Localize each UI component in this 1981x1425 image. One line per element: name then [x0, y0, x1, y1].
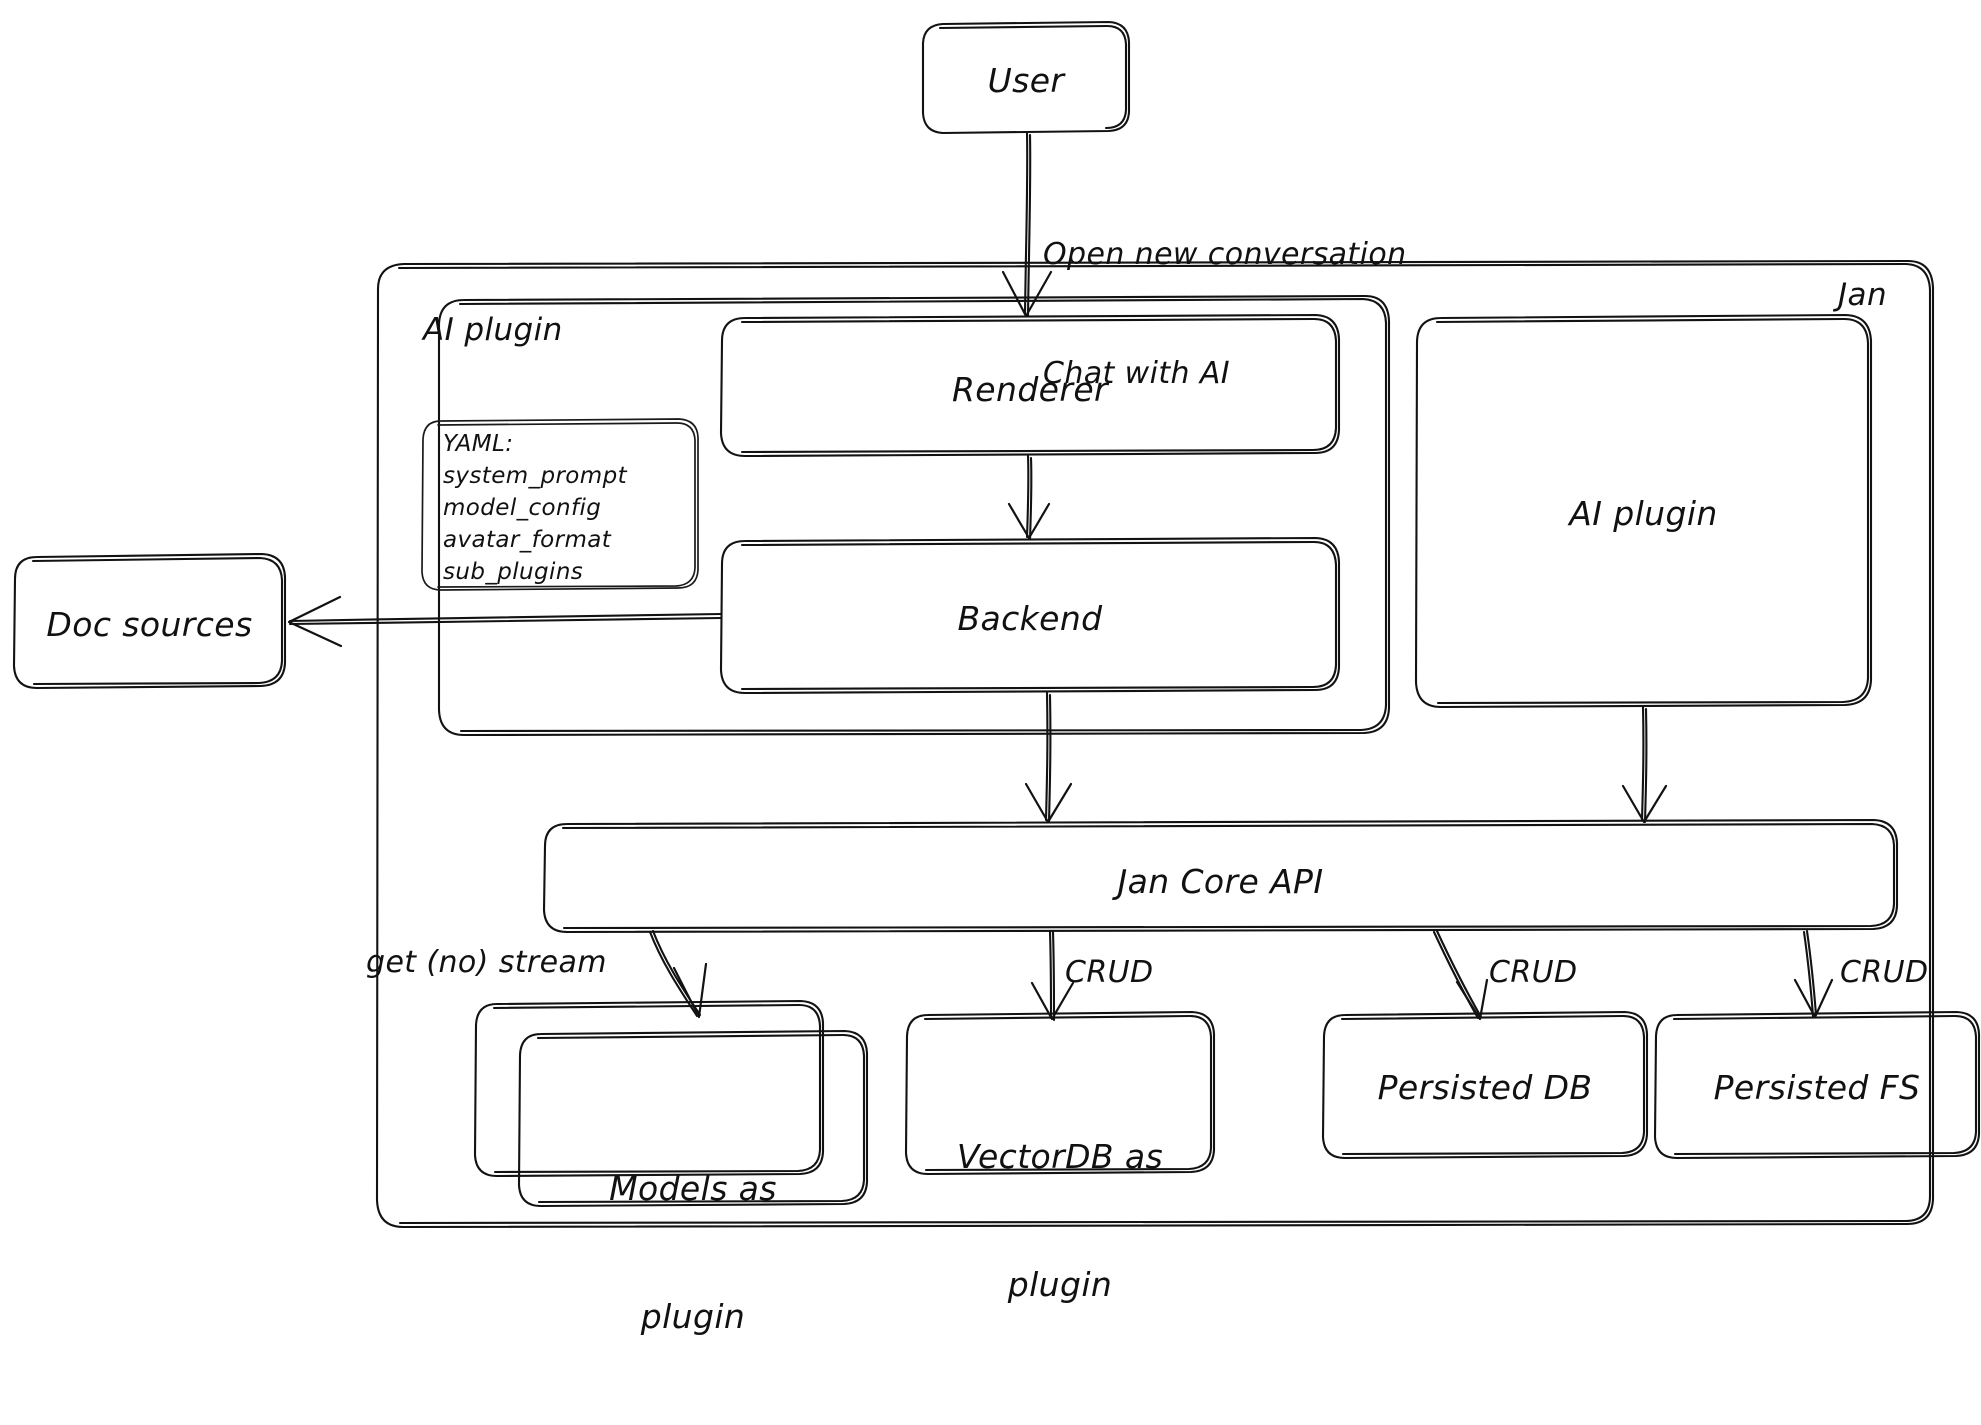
edge-core-api-to-vectordb [1030, 930, 1075, 1022]
edge-label-user-to-renderer-line1: Open new conversation [1043, 236, 1407, 272]
edge-backend-to-doc-sources [287, 595, 723, 648]
container-ai-plugin-group-shape [437, 294, 1391, 737]
yaml-card-item-model-config: model_config [443, 495, 602, 521]
node-label-persisted-db[interactable]: Persisted DB [1377, 1068, 1593, 1107]
node-user-shape [921, 20, 1131, 135]
yaml-card-title: YAML: [443, 431, 514, 457]
node-backend-shape [719, 536, 1341, 695]
container-label-jan: Jan [1838, 277, 1887, 313]
node-label-jan-core-api[interactable]: Jan Core API [1117, 862, 1324, 901]
edge-label-crud-persisted-fs: CRUD [1840, 955, 1929, 990]
edge-ai-plugin-to-core-api [1621, 705, 1668, 824]
diagram-sketch-layer [12, 20, 1981, 1229]
container-label-ai-plugin-group: AI plugin [423, 312, 563, 348]
edge-label-user-to-renderer-line2: Chat with AI [1043, 356, 1230, 392]
node-label-backend[interactable]: Backend [957, 599, 1103, 638]
yaml-card-item-avatar-format: avatar_format [443, 527, 612, 553]
node-label-vectordb-as-plugin-line1: VectorDB as [956, 1136, 1164, 1176]
node-label-persisted-fs[interactable]: Persisted FS [1713, 1068, 1921, 1107]
edge-label-crud-vectordb: CRUD [1065, 955, 1154, 990]
node-models-as-plugin-shape [517, 1029, 869, 1208]
yaml-card-item-sub-plugins: sub_plugins [443, 559, 584, 585]
yaml-card-shape [421, 418, 699, 591]
node-persisted-fs-shape [1653, 1010, 1981, 1160]
node-jan-core-api-shape [542, 818, 1899, 934]
node-label-vectordb-as-plugin[interactable]: VectorDB as plugin [906, 1050, 1214, 1393]
edge-label-user-to-renderer: Open new conversation Chat with AI [1043, 155, 1407, 474]
edge-core-api-to-persisted-db [1432, 929, 1489, 1021]
edge-user-to-renderer [1001, 131, 1053, 318]
edge-label-crud-persisted-db: CRUD [1489, 955, 1578, 990]
node-label-ai-plugin[interactable]: AI plugin [1569, 494, 1718, 533]
node-label-renderer[interactable]: Renderer [951, 370, 1109, 409]
node-doc-sources-shape [12, 552, 287, 690]
node-label-user[interactable]: User [987, 61, 1065, 100]
node-label-models-as-plugin-line1: Models as [609, 1168, 777, 1208]
node-label-doc-sources[interactable]: Doc sources [46, 605, 253, 644]
node-persisted-db-shape [1321, 1010, 1649, 1160]
node-label-models-as-plugin-line2: plugin [640, 1297, 746, 1337]
node-label-models-as-plugin[interactable]: Models as plugin [519, 1082, 867, 1425]
edge-core-api-to-persisted-fs [1793, 929, 1834, 1019]
container-jan-shape [375, 259, 1935, 1229]
edge-core-api-to-models [648, 929, 708, 1019]
node-vectordb-as-plugin-shape [904, 1010, 1216, 1176]
node-ai-plugin-shape [1414, 313, 1873, 709]
edge-renderer-to-backend [1007, 454, 1051, 541]
edge-label-get-no-stream: get (no) stream [366, 945, 607, 980]
node-renderer-shape [719, 313, 1341, 458]
node-label-vectordb-as-plugin-line2: plugin [1007, 1265, 1113, 1305]
edge-backend-to-core-api [1024, 691, 1073, 824]
architecture-diagram: Jan AI plugin User Renderer Backend AI p… [12, 20, 1981, 1337]
node-models-as-plugin-outer-shape [473, 999, 825, 1178]
yaml-card-item-system-prompt: system_prompt [443, 463, 628, 489]
